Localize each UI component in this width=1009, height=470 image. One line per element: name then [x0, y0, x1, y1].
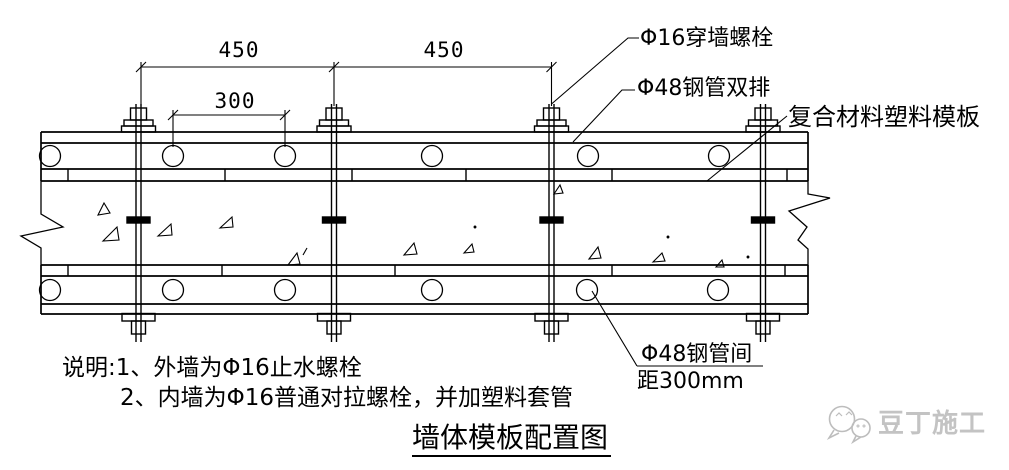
tie-bolt-2: [316, 104, 352, 342]
tie-bolt-1: [120, 104, 157, 342]
concrete-aggregate-marks: [97, 183, 750, 268]
drawing-title: 墙体模板配置图: [412, 423, 612, 457]
leader-through-wall-bolt: [551, 37, 639, 105]
leader-composite-formwork: [706, 115, 788, 182]
tie-bolt-4: [745, 104, 781, 342]
tie-bolt-3: [533, 104, 570, 342]
dim-300-label: 300: [214, 89, 256, 113]
formwork-plank-joints: [67, 169, 788, 276]
leader-steel-pipe-double-row: [572, 89, 635, 143]
dimension-450: [135, 61, 557, 106]
leader-lines: [551, 37, 788, 367]
label-pipe-spacing-line2: 距300mm: [637, 369, 744, 394]
label-steel-pipe-double-row: Φ48钢管双排: [637, 76, 771, 101]
wall-break-right: [787, 181, 831, 265]
watermark-logo-icon: [826, 405, 871, 445]
dim-450-left-label: 450: [218, 38, 260, 62]
formwork-panel-bands: [40, 131, 809, 315]
tie-bolts: [120, 104, 781, 342]
wall-break-left: [19, 181, 65, 265]
label-through-wall-bolt: Φ16穿墙螺栓: [640, 26, 774, 51]
note-line1: 说明:1、外墙为Φ16止水螺栓: [62, 355, 362, 381]
leader-pipe-spacing: [591, 290, 638, 367]
dimension-300: [167, 109, 291, 147]
dim-450-right-label: 450: [423, 38, 465, 62]
label-pipe-spacing-line1: Φ48钢管间: [641, 342, 753, 367]
steel-pipes-bottom-row: [38, 278, 730, 302]
label-composite-formwork: 复合材料塑料模板: [788, 103, 980, 131]
watermark-brand-text: 豆丁施工: [878, 409, 987, 439]
steel-pipes-top-row: [38, 144, 731, 168]
note-line2: 2、内墙为Φ16普通对拉螺栓，并加塑料套管: [120, 385, 574, 411]
